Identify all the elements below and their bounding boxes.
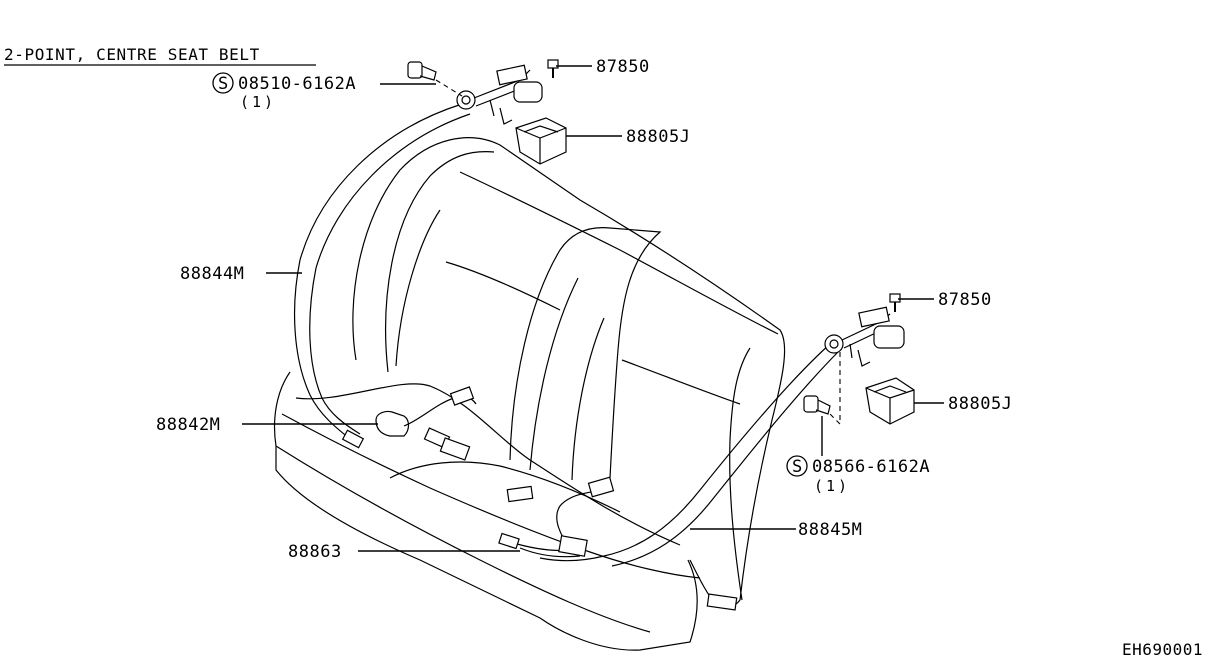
right-seat-belt-88845m — [539, 343, 841, 611]
part-08566-number: 08566-6162A — [812, 457, 930, 477]
part-08566-qty: (1) — [814, 477, 850, 495]
top-retractor-lower — [489, 99, 513, 125]
top-retractor-guide-hole — [461, 95, 471, 105]
seat-back-seam-top — [459, 171, 779, 335]
right-belt-anchor — [706, 593, 738, 611]
seat-back-seam-mid — [445, 261, 561, 311]
buckle-88842m-body — [375, 410, 410, 437]
standard-part-symbol-08510 — [212, 72, 234, 94]
clip-87850-top-graphic — [547, 59, 559, 78]
buckle-88863 — [498, 476, 615, 558]
part-08566-prefix: S — [792, 457, 803, 477]
standard-part-symbol-08566 — [786, 455, 808, 477]
part-label-08566: S 08566-6162A (1) — [786, 455, 930, 495]
bolt-08510-graphic — [407, 61, 437, 81]
part-88805j-top-number: 88805J — [626, 127, 690, 147]
bolt-08510-dash-line — [435, 79, 463, 97]
buckle-88863-body — [558, 535, 588, 557]
part-87850-right-number: 87850 — [938, 290, 992, 310]
left-seat-belt-88844m — [293, 103, 471, 449]
buckle-88842m — [375, 386, 477, 461]
clip-87850-right-graphic — [889, 293, 901, 312]
right-retractor-assembly — [803, 293, 915, 426]
right-belt-webbing-outer — [539, 343, 831, 562]
centre-armrest-edge-2 — [571, 317, 605, 481]
seat-back-left-bolster — [385, 151, 495, 373]
centre-armrest-outline — [509, 227, 662, 479]
seat-cushion-seam — [295, 383, 681, 546]
cover-88805j-top-graphic — [515, 117, 567, 165]
clip-87850-top-head — [547, 59, 559, 69]
buckle-88842m-mount-2 — [439, 437, 471, 461]
seat-cushion-seam-2 — [389, 461, 621, 513]
part-08510-prefix: S — [218, 74, 229, 94]
buckle-88863-strap — [509, 489, 605, 552]
cover-88805j-top-body — [515, 117, 567, 165]
diagram-title-text: 2-POINT, CENTRE SEAT BELT — [4, 45, 260, 64]
bolt-08566-head — [803, 395, 819, 413]
right-retractor-guide-hole — [829, 339, 839, 349]
bolt-08510-head — [407, 61, 423, 79]
buckle-88863-mount — [506, 485, 534, 503]
part-88863-number: 88863 — [288, 542, 342, 562]
centre-armrest-edge — [529, 277, 579, 471]
cover-88805j-right-opening — [865, 385, 915, 424]
part-88845m-number: 88845M — [798, 520, 862, 540]
diagram-reference-code: EH690001 — [1122, 640, 1203, 659]
part-08510-qty: (1) — [240, 93, 276, 111]
right-retractor-lower — [849, 343, 871, 367]
left-belt-webbing-outer — [293, 103, 463, 443]
seat-back-outline — [352, 137, 786, 601]
seat-back-right-bolster — [729, 347, 751, 601]
part-08510-number: 08510-6162A — [238, 74, 356, 94]
right-retractor-body — [873, 325, 905, 349]
clip-87850-right-head — [889, 293, 901, 303]
leader-lines — [242, 65, 944, 552]
part-87850-top-number: 87850 — [596, 57, 650, 77]
bolt-08566-shank — [815, 399, 831, 415]
bolt-08566-graphic — [803, 395, 831, 415]
buckle-88863-bracket — [587, 476, 615, 498]
left-belt-anchor — [341, 429, 365, 449]
bolt-08510-shank — [419, 65, 437, 81]
seat-back-seam-mid-right — [621, 359, 741, 405]
buckle-88842m-bracket — [449, 386, 475, 406]
part-88805j-right-number: 88805J — [948, 394, 1012, 414]
left-belt-webbing-inner — [309, 113, 471, 435]
top-retractor-body — [513, 81, 543, 103]
buckle-88863-strap-2 — [519, 547, 581, 558]
top-retractor-bracket — [496, 64, 528, 86]
diagram-title: 2-POINT, CENTRE SEAT BELT — [4, 45, 316, 66]
seat-cushion-outline — [273, 371, 698, 651]
cover-88805j-right-graphic — [865, 377, 915, 425]
buckle-88863-anchor — [498, 532, 520, 550]
bolt-08566-dash-line — [829, 352, 841, 426]
part-88842m-number: 88842M — [156, 415, 220, 435]
seat-cushion-front-edge — [275, 445, 651, 633]
part-88844m-number: 88844M — [180, 264, 244, 284]
right-retractor-bracket — [858, 306, 890, 328]
part-label-08510: S 08510-6162A (1) — [212, 72, 356, 111]
right-belt-webbing-inner — [611, 349, 841, 567]
seat-back-inner-left — [395, 209, 441, 367]
rear-seat-illustration — [273, 137, 786, 651]
cover-88805j-top-opening — [515, 125, 567, 164]
top-retractor-assembly — [407, 59, 567, 165]
seat-cushion-top-edge — [281, 413, 701, 579]
